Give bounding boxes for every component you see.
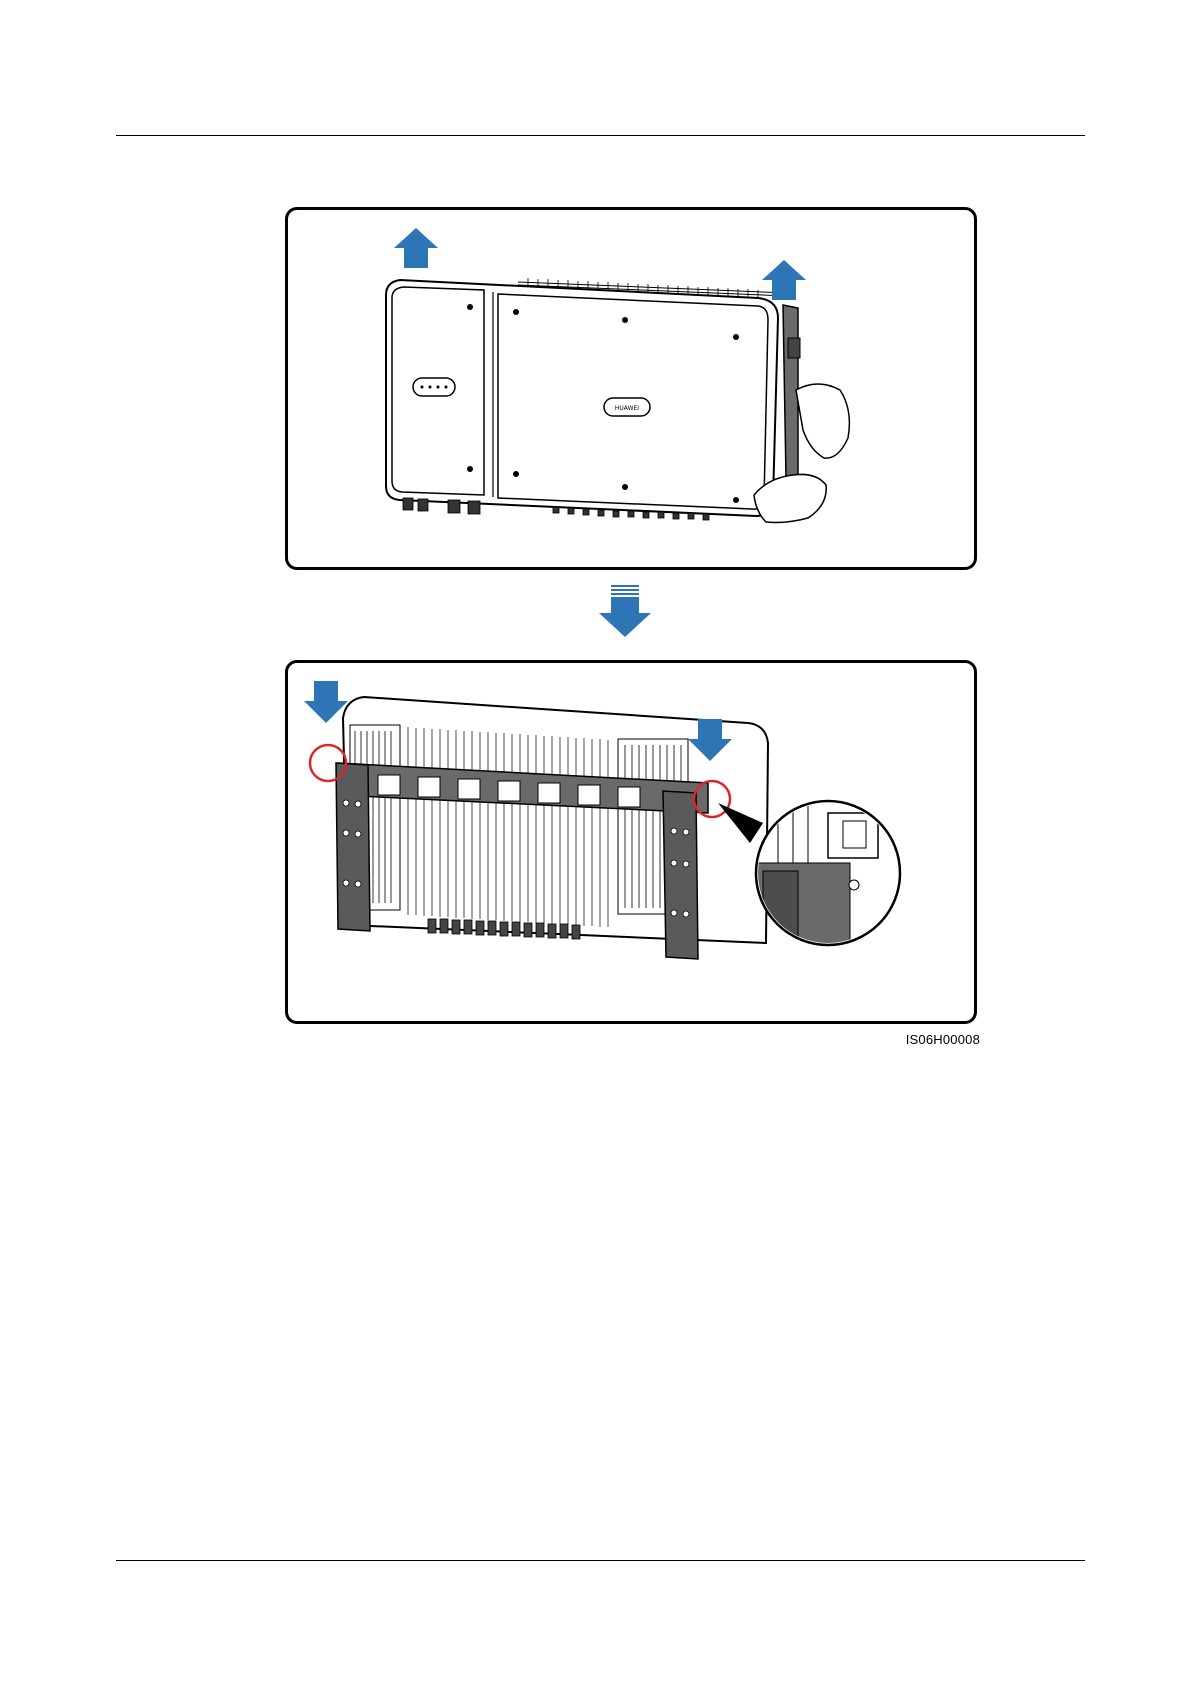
up-arrow-icon-right [762,260,806,300]
up-arrow-icon-left [394,228,438,268]
inverter-front-illustration: HUAWEI [288,210,974,567]
led-indicator-strip [413,378,455,396]
panel-mount-inverter [285,660,977,1024]
figure-id-label: IS06H00008 [906,1032,980,1047]
glove-right-upper [796,384,849,458]
header-rule [116,135,1085,136]
bracket-leg-right [663,791,698,959]
brand-badge-text: HUAWEI [615,405,639,412]
step-down-arrow-icon [597,585,653,641]
down-arrow-icon-left [304,681,348,723]
footer-rule [116,1560,1085,1561]
bracket-leg-left [336,763,370,931]
panel-lift-inverter: HUAWEI [285,207,977,570]
inverter-rear-illustration [288,663,974,1021]
